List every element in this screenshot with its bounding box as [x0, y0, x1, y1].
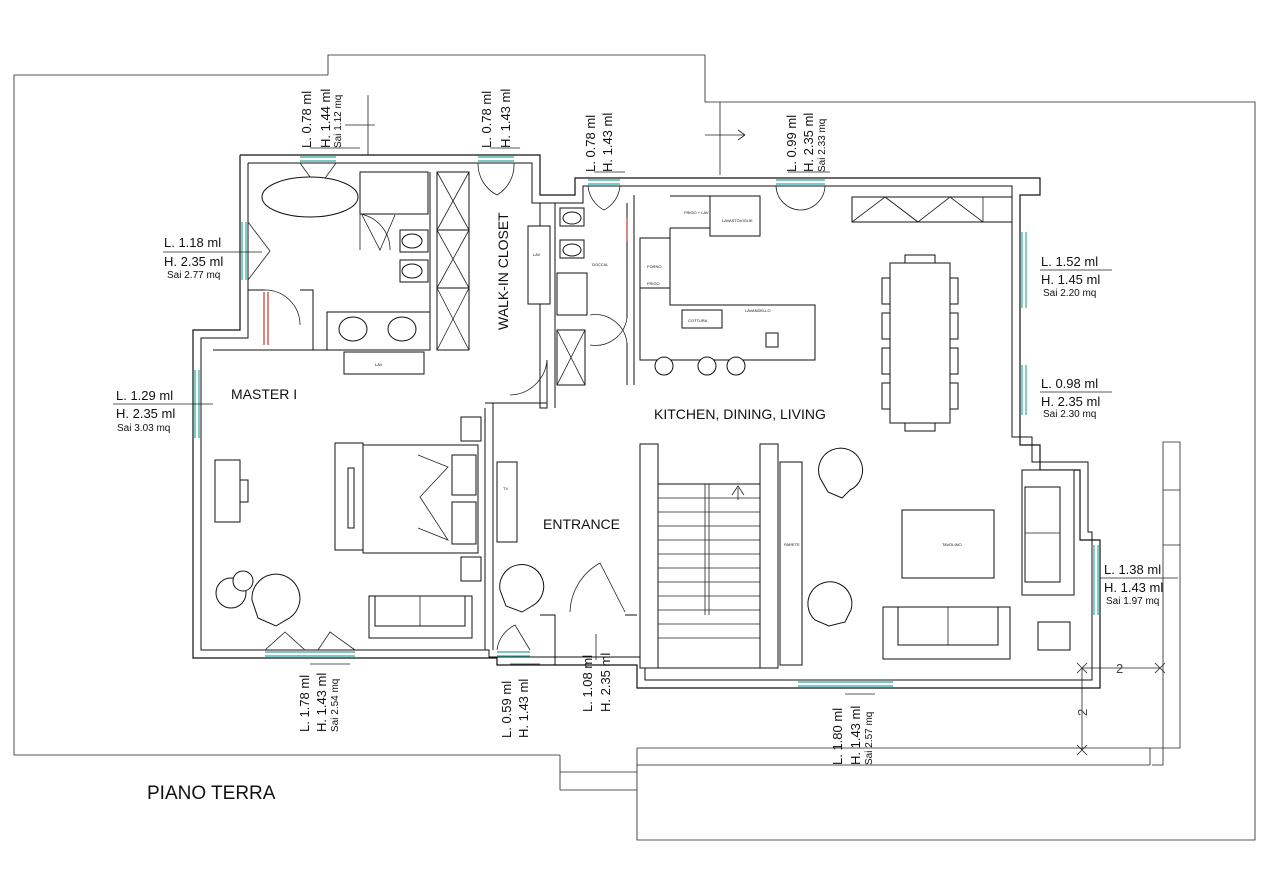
bath2-fixtures	[527, 207, 588, 386]
floor-title: PIANO TERRA	[147, 783, 276, 804]
window-marks	[194, 156, 1099, 687]
room-label-master: MASTER I	[231, 386, 298, 402]
stairs	[639, 443, 779, 669]
opening-H: H. 1.44 ml	[318, 88, 333, 148]
opening-L: L. 0.78 ml	[583, 114, 598, 172]
opening-H: H. 1.43 ml	[848, 705, 863, 765]
exterior-walls	[192, 154, 1101, 689]
opening-sai: Sai 1.97 mq	[1106, 596, 1160, 607]
dimension-vertical: 2	[1075, 708, 1090, 716]
opening-H: H. 2.35 ml	[801, 112, 816, 172]
opening-H: H. 1.45 ml	[1041, 272, 1101, 287]
room-label-walkin-closet: WALK-IN CLOSET	[495, 212, 511, 330]
svg-text:COTTURA: COTTURA	[688, 318, 708, 323]
opening-H: H. 1.43 ml	[600, 112, 615, 172]
opening-L: L. 1.29 ml	[116, 388, 174, 403]
svg-text:PARETE: PARETE	[784, 542, 800, 547]
opening-L: L. 0.98 ml	[1041, 376, 1099, 391]
site-outline	[13, 54, 1256, 841]
svg-text:LAVASTOVIGLIE: LAVASTOVIGLIE	[722, 218, 753, 223]
opening-H: H. 1.43 ml	[516, 678, 531, 738]
svg-text:LAV: LAV	[375, 362, 383, 367]
svg-text:TAVOLINO: TAVOLINO	[942, 542, 962, 547]
opening-sai: Sai 2.33 mq	[817, 118, 828, 172]
opening-sai: Sai 2.54 mq	[330, 678, 341, 732]
opening-L: L. 1.08 ml	[580, 654, 595, 712]
svg-text:TV: TV	[503, 486, 508, 491]
dimension-horizontal: 2	[1116, 661, 1124, 676]
opening-L: L. 1.52 ml	[1041, 254, 1099, 269]
opening-L: L. 1.38 ml	[1104, 562, 1162, 577]
opening-sai: Sai 3.03 mq	[117, 423, 171, 434]
opening-sai: Sai 2.77 mq	[167, 270, 221, 281]
opening-L: L. 0.99 ml	[784, 114, 799, 172]
opening-L: L. 0.59 ml	[499, 680, 514, 738]
room-label-entrance: ENTRANCE	[543, 516, 621, 532]
svg-text:FRIGO: FRIGO	[647, 281, 660, 286]
svg-text:LAV: LAV	[533, 252, 541, 257]
opening-L: L. 1.80 ml	[830, 707, 845, 765]
opening-H: H. 2.35 ml	[598, 652, 613, 712]
opening-L: L. 1.18 ml	[164, 235, 222, 250]
opening-L: L. 1.78 ml	[297, 674, 312, 732]
opening-H: H. 1.43 ml	[498, 88, 513, 148]
master-furniture	[214, 416, 545, 639]
opening-H: H. 2.35 ml	[116, 406, 176, 421]
svg-text:DOCCIA: DOCCIA	[592, 262, 608, 267]
opening-L: L. 0.78 ml	[479, 90, 494, 148]
master-bath-fixtures	[261, 171, 431, 375]
opening-sai: Sai 2.30 mq	[1043, 409, 1097, 420]
kitchen-furniture	[639, 195, 1013, 432]
dining-chairs	[881, 277, 959, 410]
room-label-kitchen-dining-living: KITCHEN, DINING, LIVING	[654, 406, 826, 422]
furniture-labels: FRIGO + LAV LAVASTOVIGLIE LAVANDELLO FOR…	[375, 210, 962, 547]
opening-sai: Sai 2.57 mq	[864, 711, 875, 765]
opening-H: H. 1.43 ml	[1104, 580, 1164, 595]
opening-sai: Sai 2.20 mq	[1043, 288, 1097, 299]
opening-sai: Sai 1.12 mq	[333, 94, 344, 148]
svg-text:FRIGO + LAV: FRIGO + LAV	[684, 210, 709, 215]
opening-H: H. 2.35 ml	[1041, 394, 1101, 409]
dimension-leaders	[113, 147, 1178, 756]
opening-H: H. 2.35 ml	[164, 254, 224, 269]
svg-text:FORNO: FORNO	[647, 264, 661, 269]
living-furniture	[779, 447, 1075, 666]
opening-L: L. 0.78 ml	[299, 90, 314, 148]
svg-text:LAVANDELLO: LAVANDELLO	[745, 308, 771, 313]
opening-H: H. 1.43 ml	[314, 672, 329, 732]
